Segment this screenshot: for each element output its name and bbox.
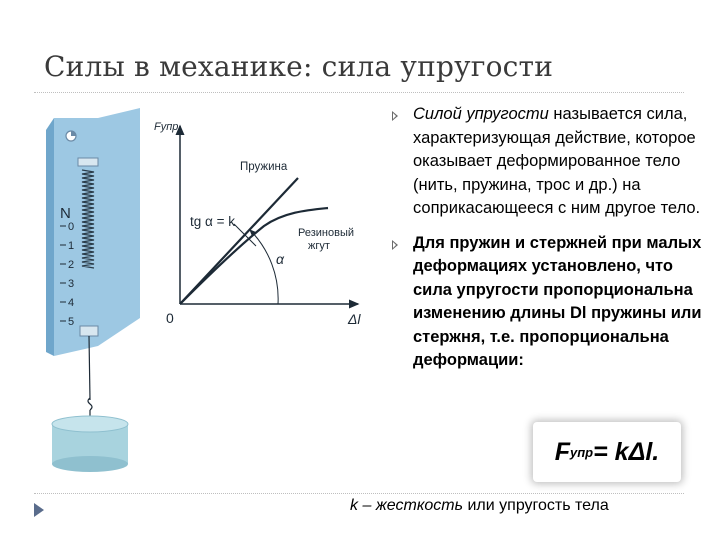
dynamometer-plate-edge (46, 118, 54, 356)
spring-coil (81, 169, 95, 269)
origin-label: 0 (166, 310, 174, 326)
rubber-label-line2: жгут (308, 240, 330, 252)
bullet-definition-text: называется сила, характеризующая действи… (413, 105, 701, 217)
caption-rest: или упругость тела (463, 497, 609, 514)
dynamometer-letter: N (60, 205, 71, 222)
bullet-hooke-law: Для пружин и стержней при малых деформац… (392, 232, 702, 373)
scale-tick-label: 1 (68, 240, 74, 252)
scale-tick-label: 2 (68, 259, 74, 271)
dynamometer-scale: 0 1 2 3 4 5 (60, 221, 74, 328)
scale-tick-label: 3 (68, 278, 74, 290)
slide-title: Силы в механике: сила упругости (44, 50, 554, 83)
caption-italic: k – жесткость (350, 497, 464, 514)
bullet-definition-lead: Силой упругости (413, 105, 549, 123)
force-deformation-graph: Fупр Δl 0 Пружина Резиновый жгут tg α = … (154, 121, 361, 327)
stiffness-caption: k – жесткость или упругость тела (350, 497, 609, 515)
formula-rest: = kΔl. (593, 437, 660, 466)
spring-hook (77, 157, 99, 167)
dynamometer-plate (54, 108, 140, 356)
spring-label: Пружина (240, 161, 288, 173)
bullet-definition: Силой упругости называется сила, характе… (392, 103, 702, 221)
rubber-label-line1: Резиновый (298, 227, 354, 239)
scale-tick-label: 4 (68, 297, 74, 309)
tg-label: tg α = k (190, 214, 235, 229)
bullet-arrow-icon (392, 111, 398, 121)
weight-cylinder (51, 415, 129, 472)
formula-sub: упр (570, 444, 594, 460)
footer-divider (34, 493, 684, 494)
bullet-list: Силой упругости называется сила, характе… (392, 103, 702, 384)
x-axis-label: Δl (347, 311, 361, 327)
hanging-thread (88, 335, 91, 401)
angle-label: α (276, 251, 285, 267)
scale-tick-label: 5 (68, 316, 74, 328)
bullet-arrow-icon (392, 239, 398, 250)
title-divider (34, 92, 684, 93)
rubber-curve (179, 206, 329, 305)
formula-f: F (554, 437, 570, 466)
nav-arrow-icon[interactable] (34, 503, 44, 517)
scale-tick-label: 0 (68, 221, 74, 233)
dynamometer-illustration: N 0 1 2 3 4 5 (46, 108, 140, 472)
spring-line (179, 177, 299, 305)
y-axis-label: Fупр (154, 121, 178, 133)
angle-arc (249, 229, 279, 305)
pointer-block (79, 325, 99, 337)
tg-pointer (233, 223, 257, 247)
bullet-hooke-law-text: Для пружин и стержней при малых деформац… (413, 233, 702, 370)
